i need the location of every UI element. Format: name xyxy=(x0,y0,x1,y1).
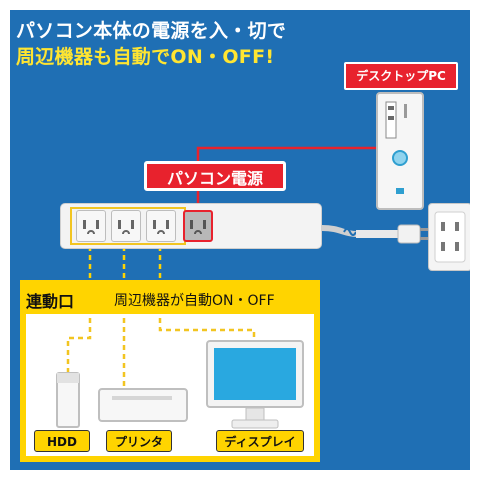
device-tag-hdd: HDD xyxy=(34,430,90,452)
device-tag-display: ディスプレイ xyxy=(216,430,304,452)
outlet-socket-icon xyxy=(153,220,169,235)
linked-outlet-2 xyxy=(111,210,141,242)
linked-outlet-1 xyxy=(76,210,106,242)
pc-power-label: パソコン電源 xyxy=(144,161,286,191)
link-line-display xyxy=(158,318,256,340)
printer-icon xyxy=(98,388,188,422)
linked-outlet-3 xyxy=(146,210,176,242)
headline-line-1: パソコン本体の電源を入・切で xyxy=(16,20,287,42)
outlet-socket-icon xyxy=(190,220,206,235)
device-link-lines xyxy=(66,318,256,388)
device-tag-printer: プリンタ xyxy=(106,430,172,452)
outlet-socket-icon xyxy=(83,220,99,235)
link-line-hdd xyxy=(66,318,92,372)
outlet-socket-icon xyxy=(118,220,134,235)
pc-power-outlet xyxy=(183,210,213,242)
connection-lines xyxy=(88,146,432,286)
linked-panel-subtitle: 周辺機器が自動ON・OFF xyxy=(114,293,275,309)
wall-outlet xyxy=(428,203,470,271)
desktop-pc-label: デスクトップPC xyxy=(344,62,458,90)
desktop-pc-tower-icon xyxy=(376,92,424,210)
illustration-stage: パソコン本体の電源を入・切で 周辺機器も自動でON・OFF! デスクトップPC … xyxy=(10,10,470,470)
wall-socket-icon xyxy=(434,211,466,263)
cord-break-mark xyxy=(343,228,357,236)
headline-line-2: 周辺機器も自動でON・OFF! xyxy=(16,46,275,68)
linked-panel-title: 連動口 xyxy=(26,292,75,311)
plug-icon xyxy=(397,224,421,244)
hdd-icon xyxy=(56,372,80,428)
power-cord xyxy=(321,225,357,237)
display-monitor-icon xyxy=(206,340,304,429)
